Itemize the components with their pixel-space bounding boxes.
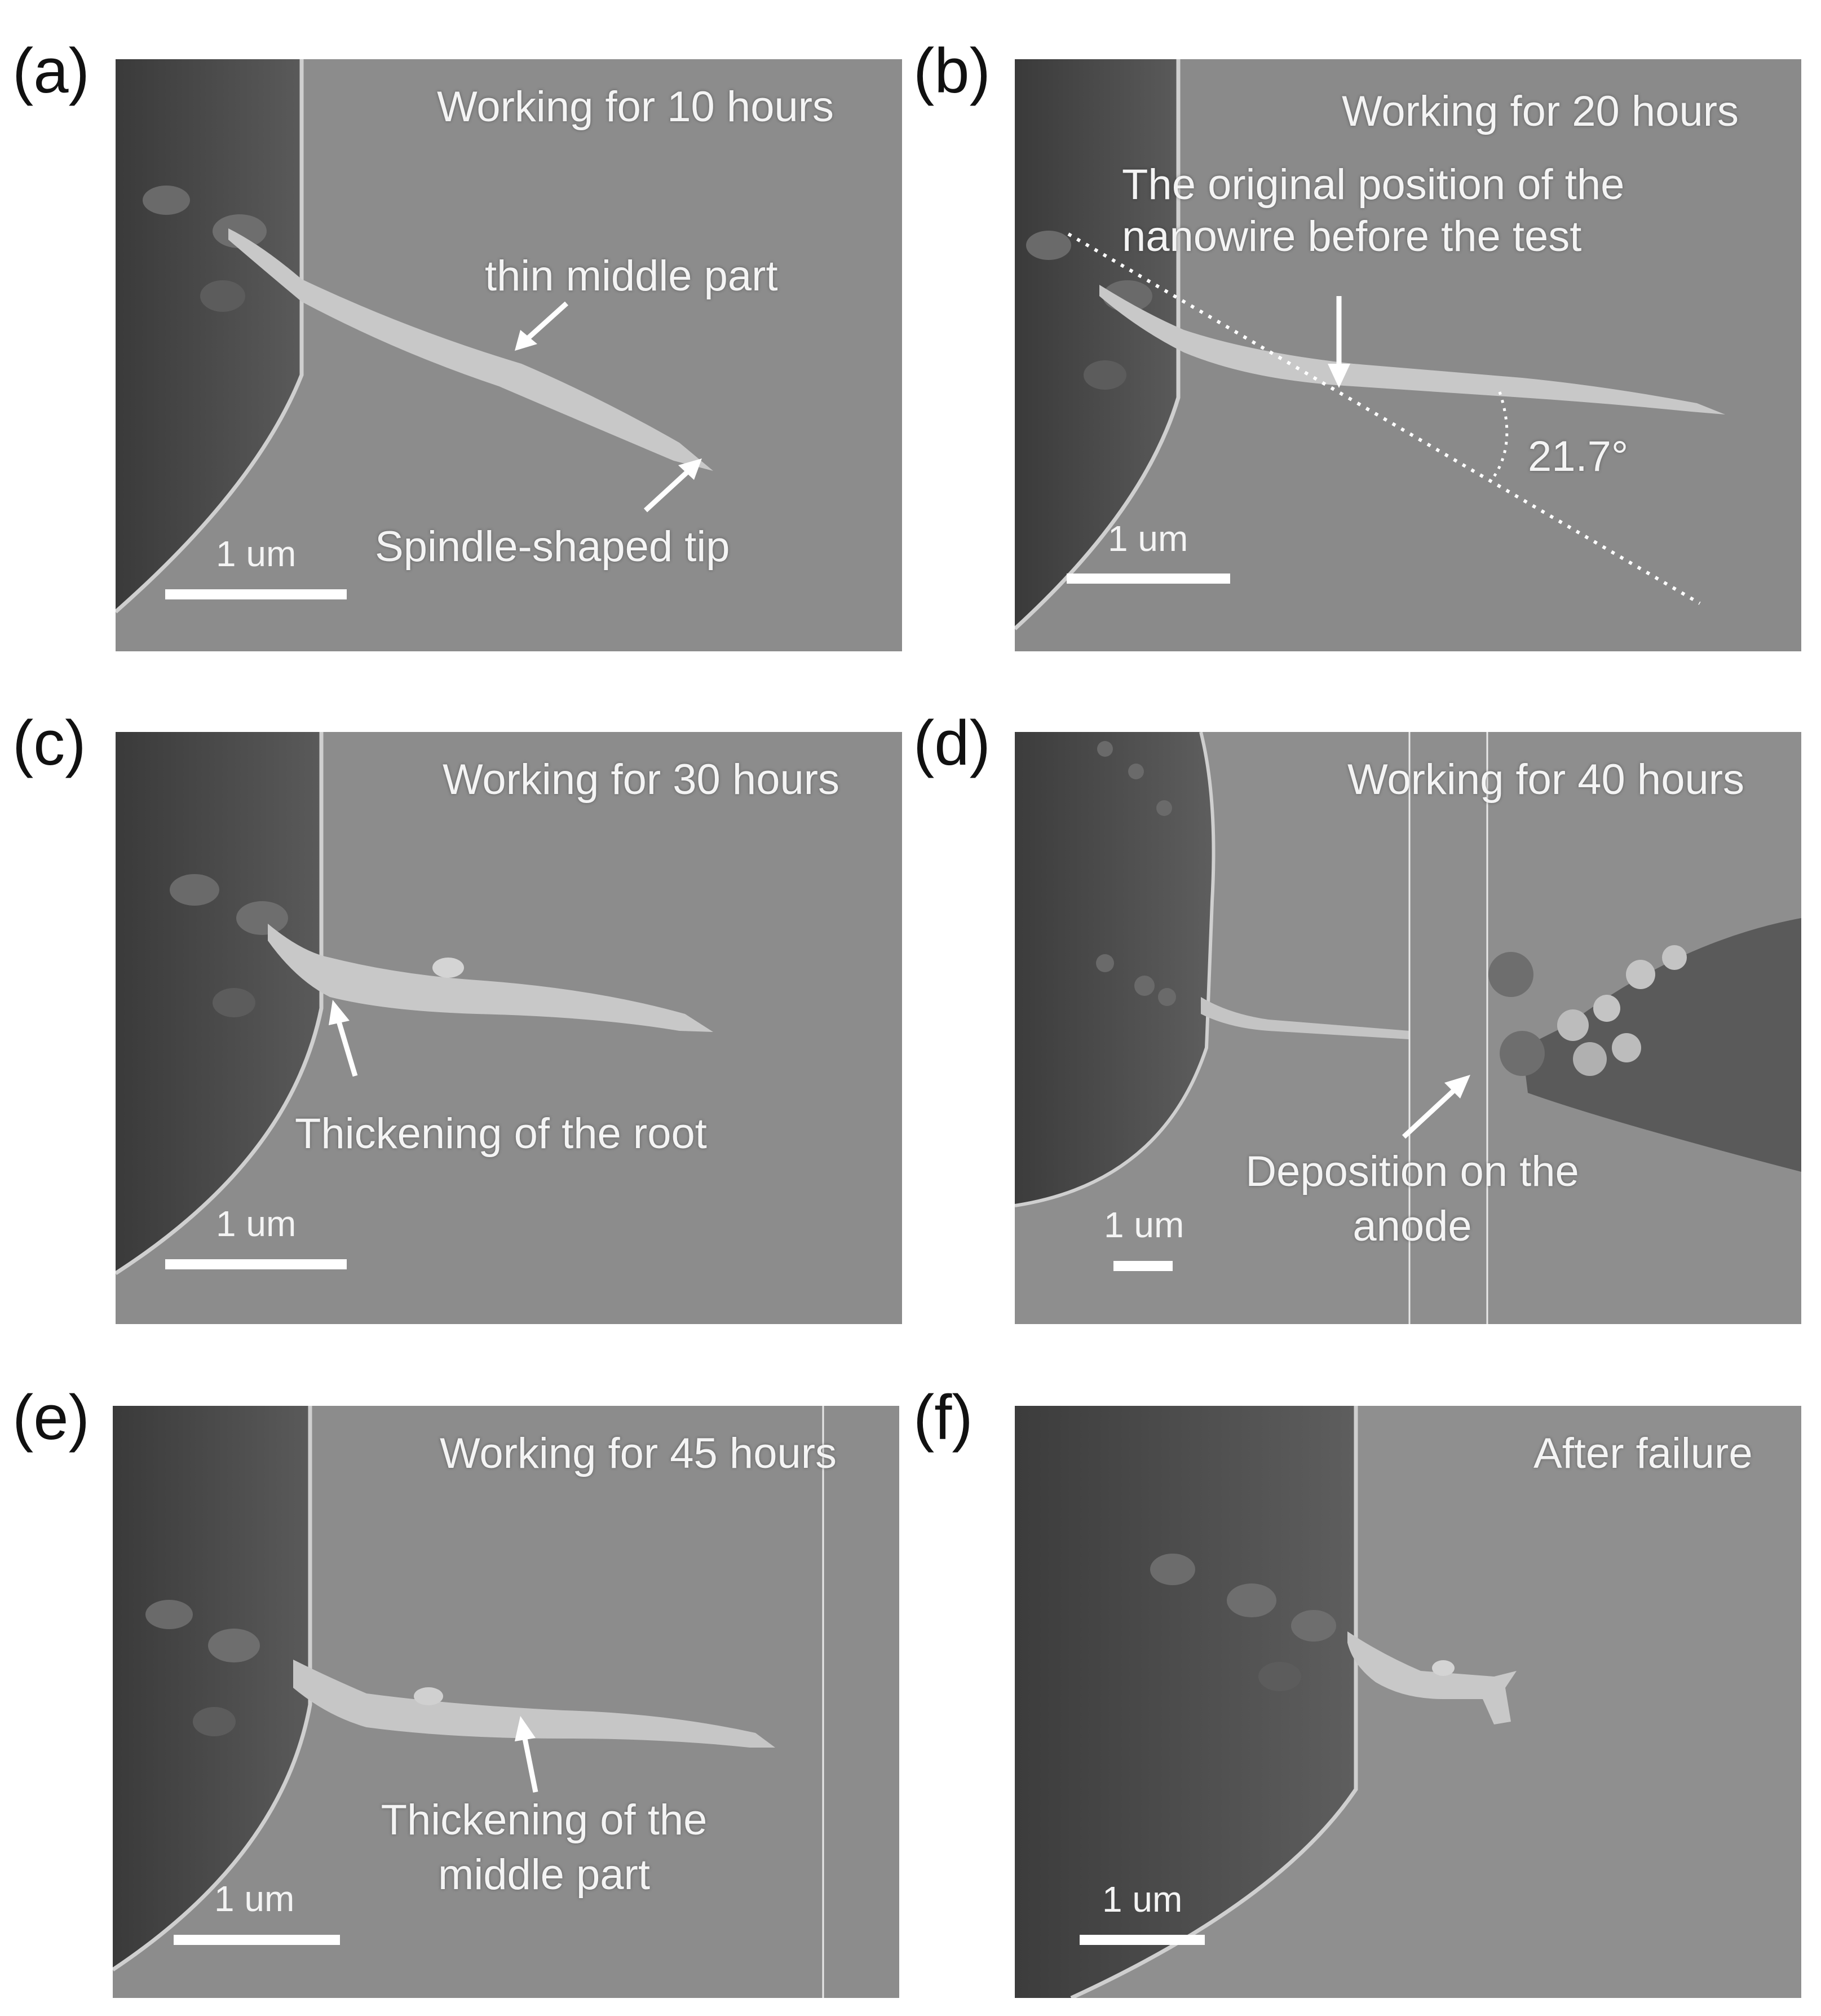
panel-b-annotation-original-line1: The original position of the [1122,161,1625,209]
panel-d-annotation-line2: anode [1353,1202,1472,1250]
panel-label-a: (a) [12,36,90,106]
panel-a-annotation-spindle-tip: Spindle-shaped tip [375,523,730,571]
panel-e-arrow-up-icon [515,1716,538,1793]
panel-b-scale-label: 1 um [1108,518,1188,559]
panel-d-arrow-icon [1402,1075,1470,1139]
panel-f-micrograph: After failure 1 um [1015,1406,1801,1998]
micrograph-d-image [1015,732,1801,1324]
panel-f-title: After failure [1533,1430,1753,1477]
panel-a-micrograph: Working for 10 hours thin middle part Sp… [116,59,902,651]
micrograph-c-image [116,732,902,1324]
panel-b-micrograph: Working for 20 hours The original positi… [1015,59,1801,651]
panel-a-annotation-thin-middle: thin middle part [485,252,778,300]
panel-d-micrograph: Working for 40 hours Deposition on the a… [1015,732,1801,1324]
micrograph-f-image [1015,1406,1801,1998]
panel-label-b: (b) [913,36,991,106]
panel-e-micrograph: Working for 45 hours Thickening of the m… [113,1406,899,1998]
panel-a-scale-bar [165,589,347,599]
panel-label-d: (d) [913,708,991,778]
panel-e-annotation-line2: middle part [438,1851,650,1899]
panel-f-scale-bar [1080,1935,1205,1945]
panel-label-f: (f) [913,1382,973,1453]
panel-label-c: (c) [12,708,86,778]
panel-e-annotation-line1: Thickening of the [381,1796,708,1844]
panel-b-annotation-original-line2: nanowire before the test [1122,213,1582,261]
micrograph-e-image [113,1406,899,1998]
panel-f-scale-label: 1 um [1102,1879,1183,1920]
panel-c-scale-label: 1 um [216,1203,297,1244]
panel-a-scale-label: 1 um [216,533,297,574]
panel-a-arrow-tip-icon [643,458,702,513]
micrograph-a-image [116,59,902,651]
panel-d-scale-label: 1 um [1104,1205,1184,1245]
panel-c-scale-bar [165,1259,347,1269]
panel-d-annotation-line1: Deposition on the [1245,1148,1579,1196]
panel-b-title: Working for 20 hours [1342,87,1739,135]
panel-a-arrow-middle-icon [515,301,569,351]
panel-e-scale-bar [174,1935,340,1945]
panel-label-e: (e) [12,1382,90,1453]
panel-c-arrow-up-icon [329,1000,358,1077]
panel-b-arrow-down-icon [1328,296,1350,388]
panel-c-micrograph: Working for 30 hours Thickening of the r… [116,732,902,1324]
panel-d-title: Working for 40 hours [1347,756,1745,804]
panel-c-annotation-root: Thickening of the root [295,1110,707,1158]
panel-d-scale-bar [1113,1261,1173,1271]
panel-b-scale-bar [1067,574,1230,584]
panel-e-scale-label: 1 um [214,1878,295,1919]
micrograph-b-image [1015,59,1801,651]
panel-e-title: Working for 45 hours [440,1430,837,1477]
panel-a-title: Working for 10 hours [437,83,834,131]
panel-c-title: Working for 30 hours [443,756,840,804]
panel-b-angle-label: 21.7° [1528,433,1629,480]
